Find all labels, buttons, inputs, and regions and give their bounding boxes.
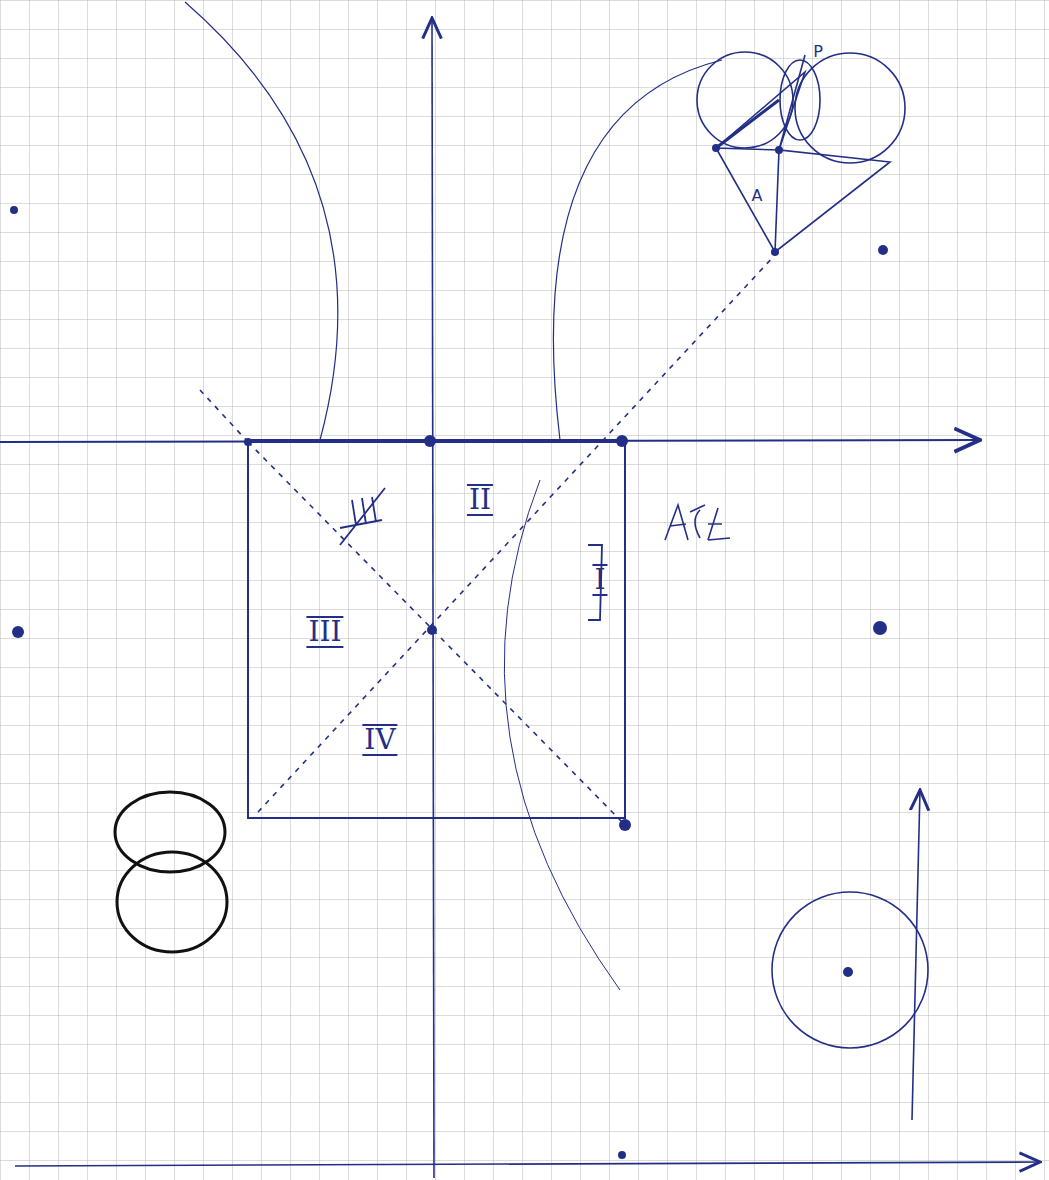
quadrant-label: A — [750, 188, 765, 204]
quadrant-label: IV — [362, 724, 397, 756]
quadrant-label: III — [306, 616, 343, 648]
quadrant-label: P — [811, 44, 825, 60]
quadrant-label: II — [467, 484, 493, 516]
ink-dots — [10, 144, 888, 1159]
quadrant-label: I — [592, 564, 607, 596]
